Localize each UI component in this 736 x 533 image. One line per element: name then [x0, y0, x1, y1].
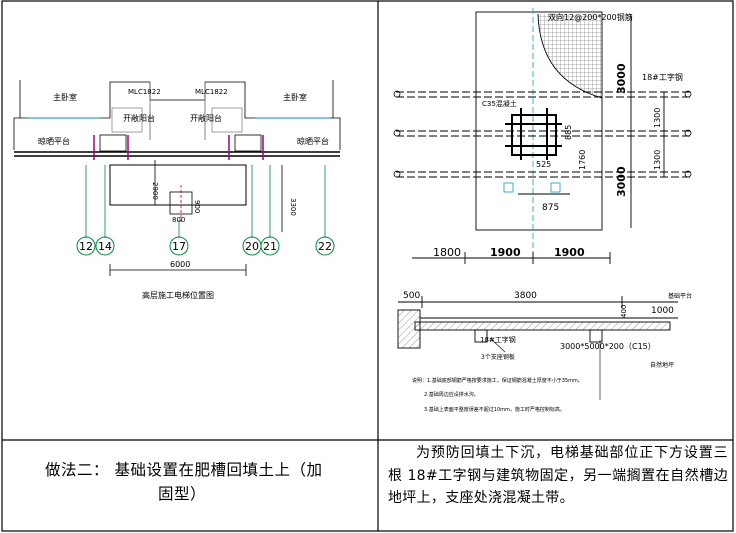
dim-875: 875: [542, 203, 559, 213]
dim-1300-top: 1300: [653, 108, 662, 128]
section-note: 2.基础周边应设排水沟。: [424, 391, 479, 398]
foundation-plan: [396, 8, 690, 264]
platform-note: 基础平台: [668, 292, 692, 300]
plan-markers: [393, 90, 692, 178]
room-label: 主卧室: [283, 92, 307, 102]
method-description: 为预防回填土下沉，电梯基础部位正下方设置三根 18#工字钢与建筑物固定，另一端搁…: [388, 445, 728, 506]
balcony-label: 开敞阳台: [123, 113, 155, 123]
dim-500: 500: [403, 291, 420, 301]
method-label: 做法二： 基础设置在肥槽回填土上（加 固型）: [45, 458, 375, 506]
axis-label: 12: [79, 240, 93, 253]
window-label: MLC1822: [128, 88, 161, 96]
section-labels: 500 3800 1000 400 18#工字钢 3个支座钢板 3000*500…: [403, 291, 692, 413]
ground-note: 自然地坪: [650, 361, 674, 369]
dim-2900: 2900: [151, 182, 159, 200]
dim-1900-left: 1900: [490, 246, 521, 259]
axis-label: 20: [245, 240, 259, 253]
dim-400: 400: [620, 305, 628, 318]
section-note: 3.基础上表面平整度误差不超过10mm，施工时严格控制标高。: [424, 406, 565, 413]
dim-1900-right: 1900: [554, 246, 585, 259]
platform-label: 晾晒平台: [38, 136, 70, 146]
dim-900: 900: [193, 200, 201, 213]
axis-label: 17: [172, 240, 186, 253]
balcony-label: 开敞阳台: [190, 113, 222, 123]
support-label: 3个支座钢板: [481, 353, 515, 361]
left-drawing-labels: 主卧室 主卧室 MLC1822 MLC1822 开敞阳台 开敞阳台 晾晒平台 晾…: [38, 88, 329, 300]
dim-1760: 1760: [578, 150, 587, 170]
dim-1800: 1800: [433, 246, 461, 259]
beam-label: 18#工字钢: [642, 72, 683, 82]
dim-1000: 1000: [651, 306, 674, 316]
dim-1300-bottom: 1300: [653, 150, 662, 170]
plan-labels: 双向12@200*200钢筋 18#工字钢 C35混凝土 3000 1300 1…: [433, 12, 683, 259]
section-note: 说明：1.基础底部钢筋严格按要求施工，保证钢筋混凝土厚度不小于35mm。: [412, 377, 583, 384]
dim-6000: 6000: [170, 260, 190, 269]
dim-3000-top: 3000: [615, 63, 628, 94]
dim-800: 800: [172, 216, 185, 224]
section-beam-label: 18#工字钢: [480, 335, 516, 344]
method-title-cont: 固型）: [158, 485, 207, 503]
window-label: MLC1822: [195, 88, 228, 96]
rebar-note: 双向12@200*200钢筋: [548, 12, 633, 22]
dim-3300: 3300: [289, 198, 297, 216]
drawing-caption: 高层施工电梯位置图: [142, 290, 214, 300]
slab-label: 3000*5000*200（C15）: [560, 342, 656, 351]
concrete-label: C35混凝土: [482, 99, 517, 108]
axis-label: 22: [318, 240, 332, 253]
dim-3000-bottom: 3000: [615, 166, 628, 197]
room-label: 主卧室: [53, 92, 77, 102]
dim-525: 525: [536, 160, 551, 169]
axis-label: 14: [98, 240, 112, 253]
method-title: 基础设置在肥槽回填土上（加: [114, 461, 323, 479]
platform-label: 晾晒平台: [297, 136, 329, 146]
elevator-position-plan: [13, 80, 341, 276]
axis-label: 21: [263, 240, 277, 253]
dim-885: 885: [564, 125, 573, 140]
foundation-section: [397, 296, 678, 400]
dim-3800: 3800: [514, 291, 537, 301]
method-prefix: 做法二：: [45, 461, 110, 479]
axis-labels: 12 14 17 20 21 22: [79, 240, 332, 253]
axis-circles: [76, 236, 335, 256]
